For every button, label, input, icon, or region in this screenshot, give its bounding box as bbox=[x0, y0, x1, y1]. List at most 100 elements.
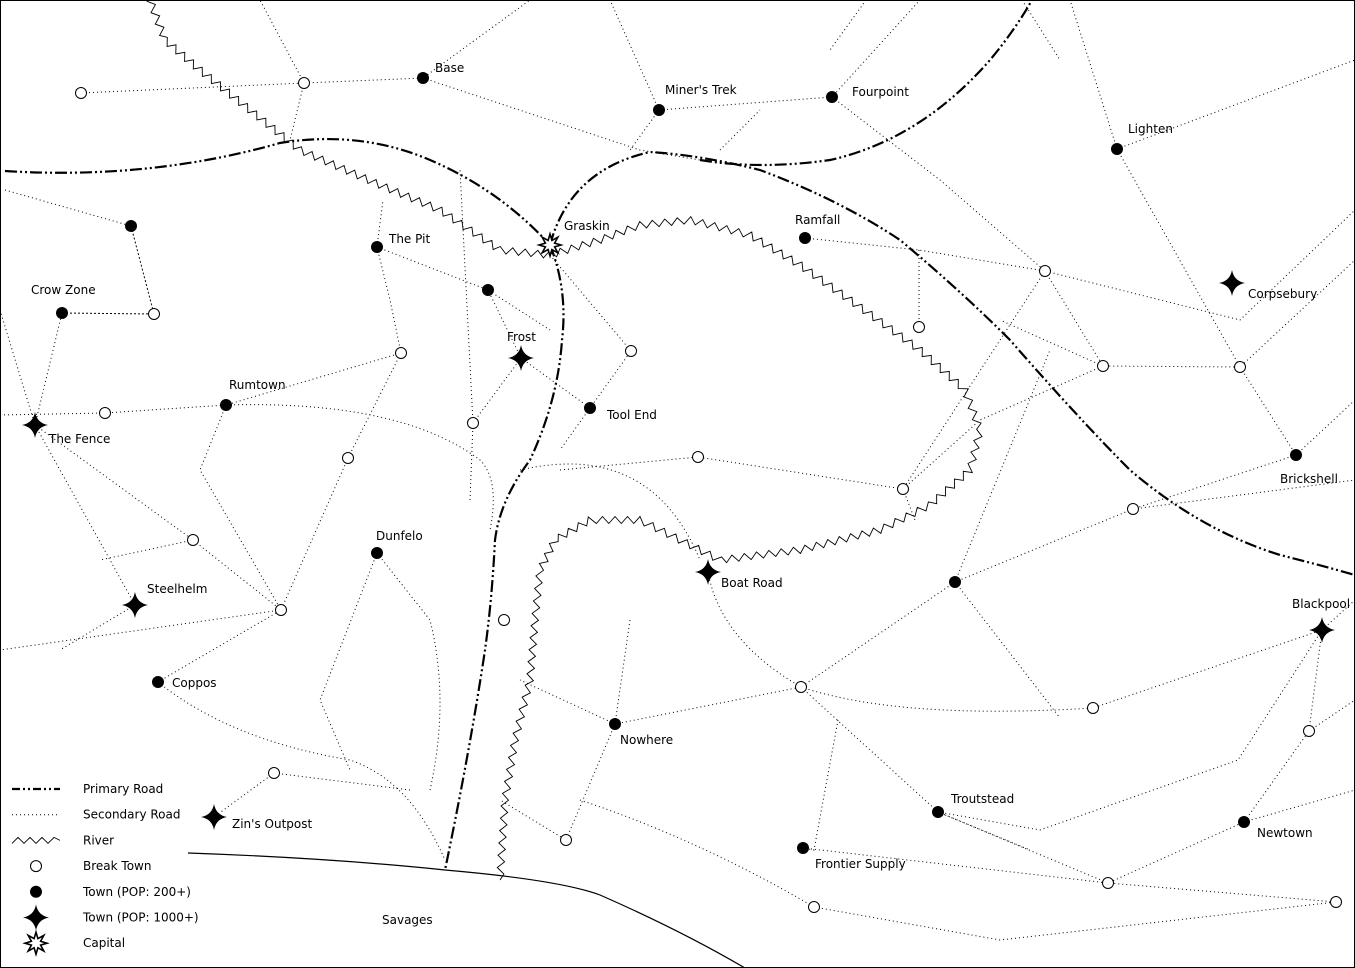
town-thefence[interactable]: The Fence bbox=[22, 412, 110, 446]
break-town[interactable] bbox=[342, 452, 354, 464]
secondary-road bbox=[719, 109, 761, 151]
legend-item-capital: Capital bbox=[22, 929, 125, 958]
break-town[interactable] bbox=[913, 321, 925, 333]
town-corpsebury[interactable]: Corpsebury bbox=[1219, 270, 1317, 301]
town-zins[interactable]: Zin's Outpost bbox=[201, 804, 312, 831]
region-label-savages: Savages bbox=[382, 913, 433, 927]
town-icon bbox=[371, 241, 383, 253]
break-town-icon bbox=[187, 534, 199, 546]
secondary-road bbox=[609, 0, 660, 111]
primary-road bbox=[4, 137, 551, 246]
town-thepit[interactable]: The Pit bbox=[371, 232, 430, 253]
river bbox=[146, 0, 983, 881]
secondary-road bbox=[579, 799, 815, 908]
break-town[interactable] bbox=[1330, 896, 1342, 908]
town-icon bbox=[797, 842, 809, 854]
town-label: Brickshell bbox=[1280, 472, 1338, 486]
secondary-road bbox=[559, 407, 591, 451]
break-town[interactable] bbox=[560, 834, 572, 846]
break-town-icon bbox=[1234, 361, 1246, 373]
break-town[interactable] bbox=[1039, 265, 1051, 277]
legend-item-town: Town (POP: 200+) bbox=[30, 885, 191, 899]
secondary-road bbox=[34, 424, 136, 606]
secondary-road bbox=[469, 422, 474, 501]
town-crowzone[interactable]: Crow Zone bbox=[31, 283, 96, 319]
break-town-icon bbox=[1087, 702, 1099, 714]
town-minerstrek[interactable]: Miner's Trek bbox=[653, 83, 737, 116]
secondary-road bbox=[199, 404, 282, 611]
capital-icon bbox=[22, 929, 50, 958]
secondary-road bbox=[459, 169, 474, 424]
primary-roads bbox=[4, 0, 1355, 871]
break-town[interactable] bbox=[99, 407, 111, 419]
break-town[interactable] bbox=[1127, 503, 1139, 515]
secondary-road bbox=[800, 686, 1337, 903]
town-rumtown[interactable]: Rumtown bbox=[220, 378, 286, 411]
break-town[interactable] bbox=[692, 451, 704, 463]
town-t2[interactable] bbox=[482, 284, 494, 296]
break-town-icon bbox=[75, 87, 87, 99]
secondary-road bbox=[549, 254, 632, 409]
break-town[interactable] bbox=[1234, 361, 1246, 373]
town-base[interactable]: Base bbox=[417, 61, 464, 84]
secondary-road bbox=[1107, 629, 1323, 884]
secondary-road bbox=[0, 404, 227, 416]
primary-road bbox=[443, 244, 565, 871]
secondary-road bbox=[800, 629, 1323, 712]
break-town[interactable] bbox=[148, 308, 160, 320]
town-newtown[interactable]: Newtown bbox=[1238, 816, 1313, 840]
town-t1[interactable] bbox=[125, 220, 137, 232]
town-label: Boat Road bbox=[721, 576, 783, 590]
town-lighten[interactable]: Lighten bbox=[1111, 122, 1173, 155]
town-toolend[interactable]: Tool End bbox=[584, 402, 657, 422]
town-brickshell[interactable]: Brickshell bbox=[1280, 449, 1338, 486]
break-town[interactable] bbox=[625, 345, 637, 357]
break-town[interactable] bbox=[75, 87, 87, 99]
break-town-icon bbox=[795, 681, 807, 693]
town-frontier[interactable]: Frontier Supply bbox=[797, 842, 906, 871]
break-town[interactable] bbox=[1097, 360, 1109, 372]
town-boatroad[interactable]: Boat Road bbox=[695, 559, 783, 590]
town-troutstead[interactable]: Troutstead bbox=[932, 792, 1014, 818]
break-town-icon bbox=[30, 860, 42, 873]
break-town[interactable] bbox=[1303, 725, 1315, 737]
town-coppos[interactable]: Coppos bbox=[152, 676, 217, 690]
break-town-icon bbox=[1127, 503, 1139, 515]
town-dunfelo[interactable]: Dunfelo bbox=[371, 529, 423, 559]
break-town[interactable] bbox=[298, 77, 310, 89]
town-steelhelm[interactable]: Steelhelm bbox=[122, 582, 207, 618]
town-ramfall[interactable]: Ramfall bbox=[795, 213, 840, 244]
break-town[interactable] bbox=[795, 681, 807, 693]
break-town[interactable] bbox=[1087, 702, 1099, 714]
break-town-icon bbox=[1102, 877, 1114, 889]
town-t3[interactable] bbox=[949, 576, 961, 588]
town-frost[interactable]: Frost bbox=[507, 330, 536, 371]
town-label: Tool End bbox=[606, 408, 657, 422]
break-town[interactable] bbox=[467, 417, 479, 429]
break-town[interactable] bbox=[808, 901, 820, 913]
town-label: Corpsebury bbox=[1248, 287, 1317, 301]
break-town[interactable] bbox=[1102, 877, 1114, 889]
town-icon bbox=[125, 220, 137, 232]
town-label: Frontier Supply bbox=[815, 857, 906, 871]
town-graskin[interactable]: Graskin bbox=[536, 219, 610, 259]
town-nowhere[interactable]: Nowhere bbox=[609, 718, 673, 747]
break-town[interactable] bbox=[897, 483, 909, 495]
break-town[interactable] bbox=[498, 614, 510, 626]
town-label: Fourpoint bbox=[852, 85, 909, 99]
town-icon bbox=[417, 72, 429, 84]
break-town[interactable] bbox=[395, 347, 407, 359]
secondary-road bbox=[1069, 0, 1118, 150]
secondary-road bbox=[347, 352, 402, 459]
break-town[interactable] bbox=[187, 534, 199, 546]
break-town[interactable] bbox=[275, 604, 287, 616]
secondary-road bbox=[487, 289, 522, 359]
town-blackpool[interactable]: Blackpool bbox=[1292, 597, 1350, 643]
break-town[interactable] bbox=[268, 767, 280, 779]
break-town-icon bbox=[897, 483, 909, 495]
secondary-road bbox=[61, 312, 155, 315]
secondary-road bbox=[259, 0, 305, 84]
town-fourpoint[interactable]: Fourpoint bbox=[826, 85, 909, 103]
town-label: The Fence bbox=[48, 432, 110, 446]
